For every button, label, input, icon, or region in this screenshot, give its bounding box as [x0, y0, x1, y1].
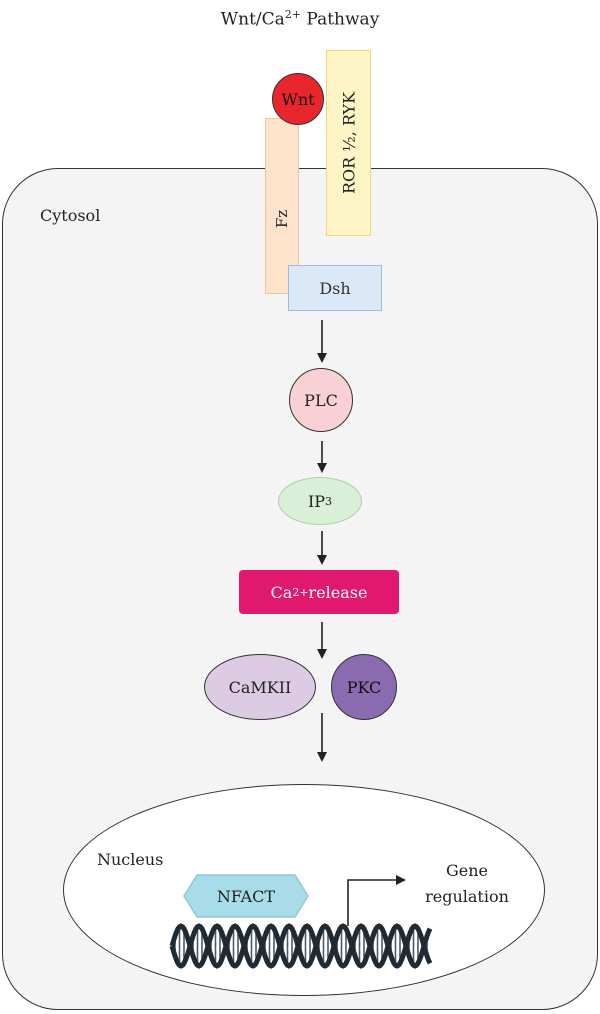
nfact-label: NFACT — [216, 886, 276, 906]
ror-ryk-receptor: ROR ½, RYK — [326, 50, 371, 236]
plc-node: PLC — [289, 368, 353, 432]
pkc-node: PKC — [331, 654, 397, 720]
cytosol-label: Cytosol — [40, 206, 101, 225]
dna-helix-icon — [169, 923, 433, 969]
frizzled-receptor: Fz — [265, 118, 299, 294]
wnt-ligand: Wnt — [272, 73, 324, 125]
dsh-box: Dsh — [288, 265, 382, 311]
diagram-title: Wnt/Ca2+ Pathway — [220, 8, 380, 30]
camkii-node: CaMKII — [204, 654, 316, 720]
nfact-hexagon — [183, 874, 309, 918]
nucleus-label: Nucleus — [97, 850, 164, 869]
arrow-gene-regulation — [347, 875, 406, 926]
